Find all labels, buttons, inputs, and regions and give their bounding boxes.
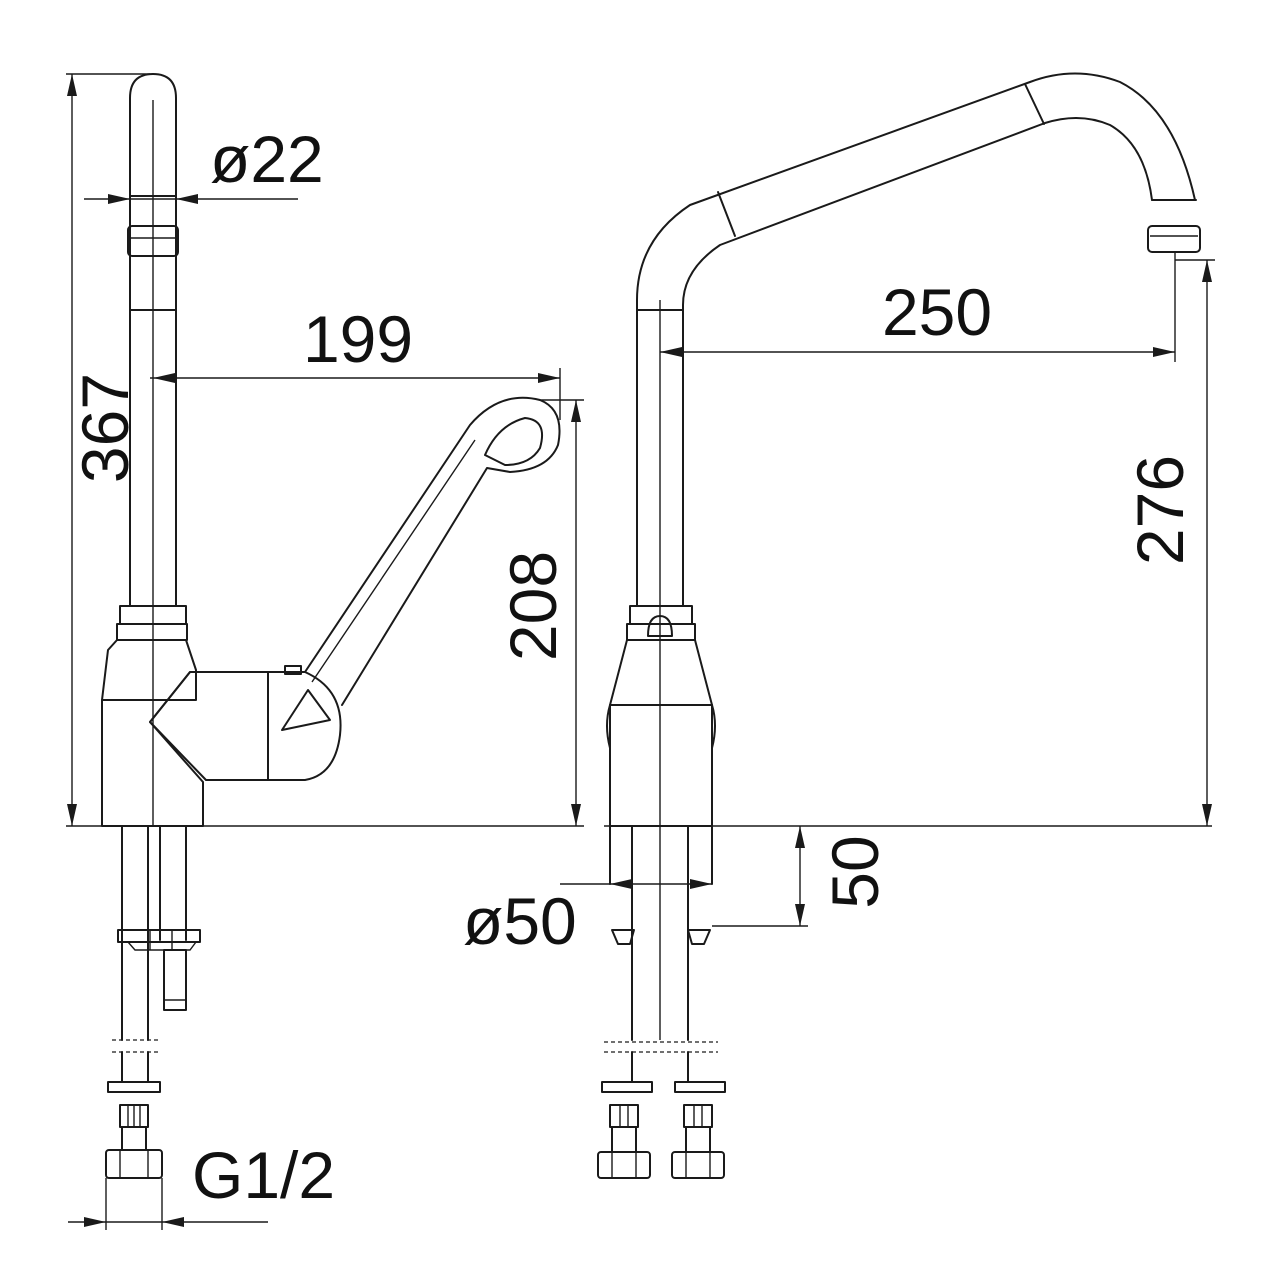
hose-nut-left xyxy=(105,1149,163,1179)
hose-fitting-left xyxy=(107,1081,161,1093)
dimension-lines xyxy=(66,73,1215,1230)
dim-shank-length: 50 xyxy=(818,835,892,908)
aerator-left xyxy=(127,225,179,257)
dim-lever-height: 208 xyxy=(496,551,570,661)
spout-inner-right xyxy=(682,116,1153,607)
hose-fitting-right-1 xyxy=(601,1081,653,1093)
hose-nut-right-1 xyxy=(597,1151,651,1179)
fixing-clip-right-2 xyxy=(687,929,711,945)
dim-body-diameter: ø50 xyxy=(463,884,577,958)
hose-nut-right-2 xyxy=(671,1151,725,1179)
dim-lever-reach: 199 xyxy=(303,302,413,376)
lever-hub xyxy=(149,671,269,781)
aerator-right xyxy=(1147,225,1201,253)
side-view-faucet xyxy=(66,73,584,1179)
dim-spout-height: 276 xyxy=(1123,455,1197,565)
spout-tube-left xyxy=(129,73,177,607)
threaded-stud-left xyxy=(163,949,187,1011)
dim-total-height: 367 xyxy=(68,373,142,483)
dim-connection-thread: G1/2 xyxy=(192,1138,335,1212)
body-collar-right xyxy=(629,605,693,625)
dim-spout-reach: 250 xyxy=(882,275,992,349)
spout-outer-right xyxy=(636,72,1196,607)
body-block-right xyxy=(609,639,713,827)
lever-handle xyxy=(304,396,561,706)
fixing-clip-right-1 xyxy=(611,929,635,945)
hose-fitting-right-2 xyxy=(674,1081,726,1093)
front-view-faucet xyxy=(597,72,1212,1179)
dim-spout-diameter: ø22 xyxy=(210,122,324,196)
